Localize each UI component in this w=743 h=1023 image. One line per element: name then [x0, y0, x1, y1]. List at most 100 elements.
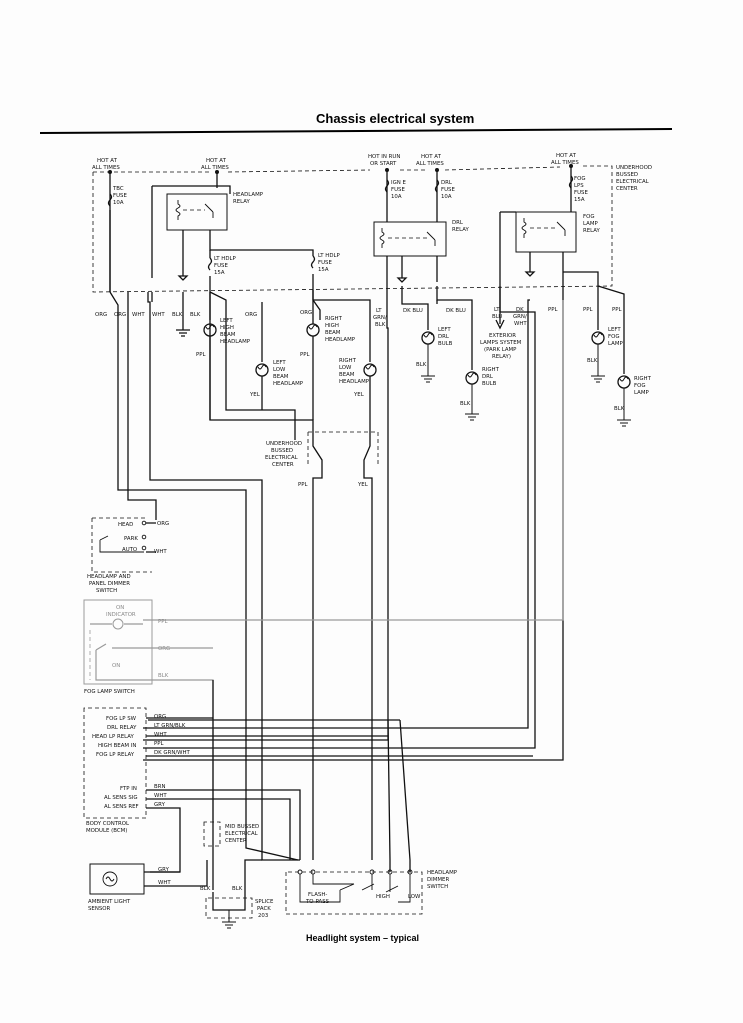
svg-text:RELAY: RELAY: [452, 227, 470, 233]
svg-text:ORG: ORG: [114, 312, 126, 318]
svg-text:HEAD LP RELAY: HEAD LP RELAY: [92, 734, 135, 740]
hot-label-1b: ALL TIMES: [92, 165, 120, 171]
svg-text:FOG: FOG: [608, 334, 620, 340]
svg-text:BULB: BULB: [482, 381, 497, 387]
hot-label-1a: HOT AT: [97, 158, 118, 164]
svg-text:SENSOR: SENSOR: [88, 906, 111, 912]
hot-label-2a: HOT AT: [206, 158, 227, 164]
svg-text:FOG LP SW: FOG LP SW: [106, 716, 137, 722]
svg-text:DRL: DRL: [482, 374, 493, 380]
svg-text:BLK: BLK: [587, 358, 598, 364]
svg-text:DRL RELAY: DRL RELAY: [107, 725, 137, 731]
right-high-beam-headlamp: RIGHT HIGH BEAM HEADLAMP PPL: [300, 290, 356, 420]
svg-text:LOW: LOW: [339, 365, 352, 371]
right-fog-lamp: RIGHT FOG LAMP BLK: [597, 285, 652, 427]
svg-text:LT HDLP: LT HDLP: [318, 253, 340, 259]
lt-hdlp-fuse-symbol: [207, 257, 213, 271]
svg-text:ORG: ORG: [158, 646, 170, 652]
svg-text:TO-PASS: TO-PASS: [305, 899, 330, 905]
right-low-beam-headlamp: RIGHT LOW BEAM HEADLAMP YEL: [313, 299, 377, 432]
svg-text:DRL: DRL: [441, 180, 452, 186]
svg-text:LAMP: LAMP: [634, 390, 649, 396]
uhc-label-b: BUSSED: [616, 172, 638, 178]
svg-text:DIMMER: DIMMER: [427, 877, 449, 883]
svg-text:LT HDLP: LT HDLP: [214, 256, 236, 262]
ambient-light-sensor: GRY WHT AMBIENT LIGHT SENSOR: [88, 860, 208, 912]
svg-text:LEFT: LEFT: [438, 327, 451, 333]
svg-text:FOG: FOG: [583, 214, 595, 220]
svg-text:LAMP: LAMP: [608, 341, 623, 347]
svg-text:PACK: PACK: [257, 906, 271, 912]
svg-text:LPS: LPS: [574, 183, 584, 189]
title-rule: [39, 128, 673, 134]
svg-text:ORG: ORG: [154, 714, 166, 720]
svg-text:DK BLU: DK BLU: [446, 308, 466, 314]
svg-text:PPL: PPL: [583, 307, 593, 313]
svg-text:SWITCH: SWITCH: [96, 588, 117, 594]
svg-text:15A: 15A: [318, 267, 329, 273]
svg-text:CENTER: CENTER: [272, 462, 294, 468]
svg-text:FUSE: FUSE: [441, 187, 455, 193]
svg-text:AUTO: AUTO: [122, 547, 137, 553]
left-high-beam-headlamp: LEFT HIGH BEAM HEADLAMP PPL: [196, 292, 251, 420]
mid-bussed-center: MID BUSSED ELECTRICAL CENTER: [203, 680, 259, 890]
svg-text:PPL: PPL: [196, 352, 206, 358]
svg-text:GRY: GRY: [154, 802, 166, 808]
fog-lamp-relay: FOG LAMP RELAY: [515, 211, 601, 253]
svg-text:FUSE: FUSE: [214, 263, 228, 269]
svg-text:HEADLAMP: HEADLAMP: [273, 381, 304, 387]
svg-text:EXTERIOR: EXTERIOR: [489, 333, 516, 339]
svg-text:SWITCH: SWITCH: [427, 884, 448, 890]
svg-text:WHT: WHT: [158, 880, 171, 886]
svg-text:AL SENS REF: AL SENS REF: [104, 804, 139, 810]
svg-text:BLK: BLK: [158, 673, 169, 679]
svg-text:HEADLAMP AND: HEADLAMP AND: [87, 574, 131, 580]
svg-text:DRL: DRL: [438, 334, 449, 340]
svg-text:ELECTRICAL: ELECTRICAL: [265, 455, 298, 461]
hot-run-label-b: OR START: [370, 161, 397, 167]
svg-text:FUSE: FUSE: [113, 193, 127, 199]
svg-text:HEAD: HEAD: [118, 522, 133, 528]
left-fog-lamp: LEFT FOG LAMP BLK: [587, 286, 623, 383]
drl-relay: DRL RELAY: [373, 220, 470, 257]
svg-text:WHT: WHT: [152, 312, 165, 318]
page-title: Chassis electrical system: [316, 111, 474, 126]
svg-text:HEADLAMP: HEADLAMP: [233, 192, 264, 198]
underhood-center-mid: UNDERHOOD BUSSED ELECTRICAL CENTER PPL Y…: [265, 431, 379, 860]
svg-text:LT: LT: [494, 307, 500, 313]
headlamp-relay: HEADLAMP RELAY: [166, 192, 264, 231]
svg-text:DK GRN/WHT: DK GRN/WHT: [154, 750, 191, 756]
svg-text:UNDERHOOD: UNDERHOOD: [266, 441, 302, 447]
svg-text:LOW: LOW: [273, 367, 286, 373]
svg-text:HEADLAMP: HEADLAMP: [325, 337, 356, 343]
svg-text:PPL: PPL: [548, 307, 558, 313]
bcm-long-wires: [143, 286, 564, 761]
fog-fuse-symbol: [568, 175, 574, 189]
hot-label-3a: HOT AT: [421, 154, 442, 160]
svg-text:ORG: ORG: [95, 312, 107, 318]
svg-text:AMBIENT LIGHT: AMBIENT LIGHT: [88, 899, 131, 905]
svg-text:RIGHT: RIGHT: [634, 376, 652, 382]
svg-text:RIGHT: RIGHT: [339, 358, 357, 364]
fuses: TBC FUSE 10A IGN E FUSE 10A DRL FUSE 10A…: [107, 175, 588, 276]
svg-text:YEL: YEL: [353, 392, 364, 398]
svg-text:HIGH BEAM IN: HIGH BEAM IN: [98, 743, 136, 749]
svg-text:RELAY): RELAY): [492, 354, 511, 360]
svg-text:YEL: YEL: [357, 482, 368, 488]
svg-text:BLK: BLK: [232, 886, 243, 892]
svg-text:LT GRN/BLK: LT GRN/BLK: [154, 723, 186, 729]
svg-text:WHT: WHT: [154, 793, 167, 799]
svg-text:PPL: PPL: [612, 307, 622, 313]
svg-text:WHT: WHT: [514, 321, 527, 327]
svg-text:SPLICE: SPLICE: [255, 899, 274, 905]
hot-label-3b: ALL TIMES: [416, 161, 444, 167]
svg-text:AL SENS SIG: AL SENS SIG: [104, 795, 138, 801]
svg-text:PPL: PPL: [298, 482, 308, 488]
svg-text:MODULE (BCM): MODULE (BCM): [86, 828, 127, 834]
svg-text:FOG: FOG: [634, 383, 646, 389]
fog-lamp-switch: ON INDICATOR ON PPL ORG BLK FOG LAMP SWI…: [83, 599, 214, 820]
svg-text:LAMP: LAMP: [583, 221, 598, 227]
svg-text:BLK: BLK: [375, 322, 386, 328]
